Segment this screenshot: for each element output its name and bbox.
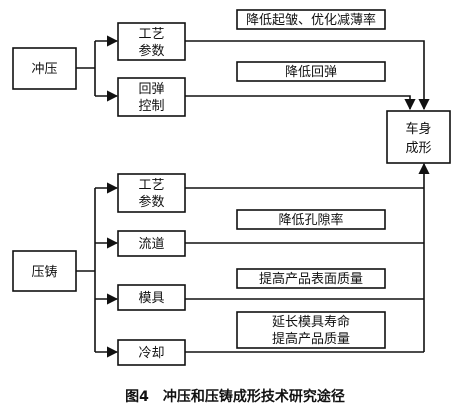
stamping-params-goal-box [236, 9, 386, 30]
runner-goal-label: 降低孔隙率 [278, 212, 343, 228]
casting-params-box [117, 173, 186, 213]
mold-goal-label: 提高产品表面质量 [259, 271, 363, 287]
stamping-box [12, 47, 77, 90]
mold-label: 模具 [138, 291, 164, 306]
casting-label: 压铸 [31, 264, 57, 280]
springback-goal-box [236, 61, 386, 82]
casting-process: 压铸 工艺 参数 流道 降低孔隙率 模具 提高产品表面质量 冷却 延长模具寿命 … [12, 162, 430, 366]
springback-control-label: 控制 [138, 99, 164, 114]
body-forming-label: 车身 [405, 121, 431, 137]
cooling-goal-label: 延长模具寿命 [272, 314, 350, 330]
target-group: 车身 成形 [386, 110, 451, 164]
cooling-goal-box [236, 311, 386, 349]
casting-box [12, 250, 77, 292]
casting-params-label: 工艺 [138, 178, 164, 193]
runner-label: 流道 [138, 237, 164, 252]
stamping-params-label: 工艺 [138, 27, 164, 42]
body-forming-label: 成形 [405, 141, 431, 156]
springback-control-label: 回弹 [138, 82, 164, 97]
stamping-params-label: 参数 [138, 43, 164, 59]
cooling-label: 冷却 [138, 346, 164, 361]
figure-caption: 图4 冲压和压铸成形技术研究途径 [125, 388, 345, 405]
mold-goal-box [236, 268, 386, 289]
stamping-label: 冲压 [31, 62, 57, 77]
springback-control-box [117, 77, 186, 117]
stamping-params-box [117, 22, 186, 61]
springback-goal-label: 降低回弹 [285, 65, 337, 80]
stamping-params-goal-label: 降低起皱、优化减薄率 [246, 12, 376, 28]
arrow-params-to-target [185, 40, 430, 111]
arrow-springback-to-target [185, 95, 416, 111]
stamping-process: 冲压 工艺 参数 降低起皱、优化减薄率 回弹 控制 降低回弹 [12, 9, 430, 117]
cooling-goal-label: 提高产品质量 [272, 331, 350, 347]
runner-box [117, 230, 186, 257]
mold-box [117, 284, 186, 311]
body-forming-box [386, 110, 451, 164]
runner-goal-box [236, 209, 386, 230]
casting-params-label: 参数 [138, 194, 164, 210]
